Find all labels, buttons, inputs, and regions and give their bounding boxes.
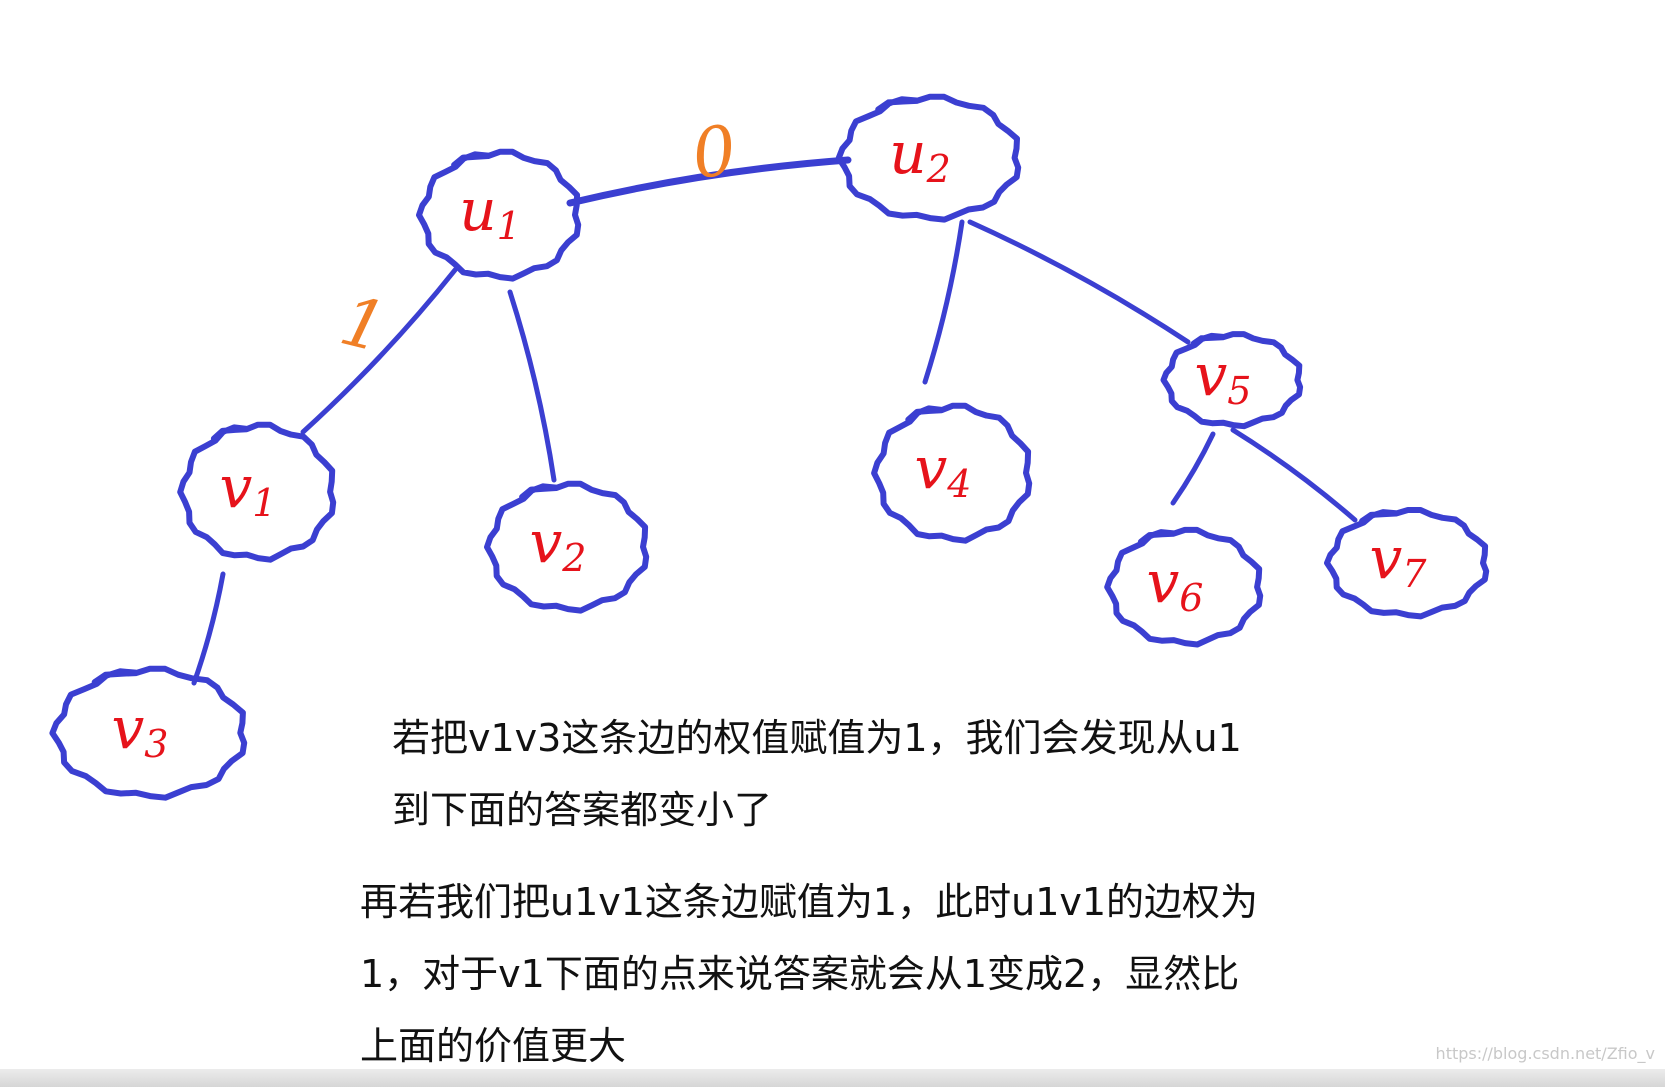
node-label-v1: v1 [220,453,277,524]
node-v4: v4 [871,402,1033,544]
weights-layer: 01 [333,111,742,369]
node-v1: v1 [177,421,337,563]
node-v5: v5 [1160,331,1304,430]
edge-v5-v6 [1170,431,1216,506]
node-ring-v3 [49,665,248,801]
edge-u2-v4 [922,219,965,385]
node-v7: v7 [1324,507,1490,620]
node-label-u2: u2 [889,119,951,190]
edge-u1-v1 [300,267,458,435]
node-u2: u2 [835,93,1022,223]
edge-v1-v3 [191,571,226,686]
node-label-v5: v5 [1195,341,1252,412]
edge-weight-u1-u2: 0 [687,111,741,195]
node-ring-v4 [871,402,1033,544]
node-v3: v3 [49,665,248,801]
node-label-v7: v7 [1370,524,1428,595]
edge-v5-v7 [1230,427,1358,523]
node-ring-u2 [835,93,1022,223]
edges-layer [191,156,1358,686]
node-label-v3: v3 [112,694,169,765]
node-label-v2: v2 [530,508,587,579]
node-u1: u1 [416,148,582,282]
node-label-v4: v4 [915,434,972,505]
nodes-layer: u1 u2 v1 v2 v3 v4 v5 v6 v7 [49,93,1490,801]
node-ring-v6 [1104,526,1264,648]
explanation-paragraph-2: 再若我们把u1v1这条边赋值为1，此时u1v1的边权为 1，对于v1下面的点来说… [360,880,1259,1068]
node-ring-u1 [416,148,582,282]
node-ring-v1 [177,421,337,563]
bottom-scrollbar[interactable] [0,1069,1665,1087]
node-ring-v7 [1324,507,1490,620]
watermark: https://blog.csdn.net/Zfio_v [1435,1044,1655,1063]
edge-u2-v5 [967,219,1191,345]
node-v6: v6 [1104,526,1264,648]
node-label-u1: u1 [459,176,521,247]
node-label-v6: v6 [1147,548,1204,619]
edge-u1-u2 [566,156,852,207]
node-ring-v2 [484,480,650,614]
explanation-paragraph-1: 若把v1v3这条边的权值赋值为1，我们会发现从u1 到下面的答案都变小了 [392,716,1242,832]
node-v2: v2 [484,480,650,614]
edge-u1-v2 [507,289,557,483]
edge-weight-u1-v1: 1 [333,282,394,369]
node-ring-v5 [1160,331,1304,430]
